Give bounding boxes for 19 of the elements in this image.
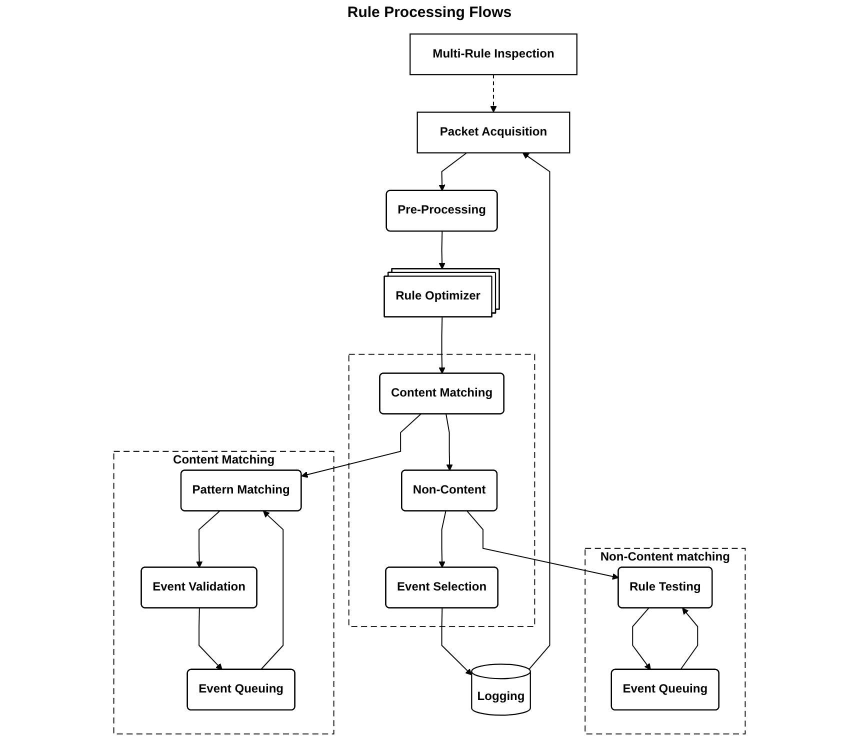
arrow: [441, 608, 472, 676]
arrow: [198, 608, 222, 670]
arrow: [438, 510, 446, 568]
arrow: [438, 316, 446, 374]
arrow: [446, 414, 453, 471]
node-box: Packet Acquisition: [416, 112, 570, 154]
arrow: [196, 510, 220, 568]
arrow: [260, 510, 284, 670]
arrow: [632, 608, 651, 670]
arrow: [466, 510, 619, 580]
arrow: [680, 608, 698, 670]
arrow: [490, 74, 497, 113]
arrow: [438, 152, 468, 192]
diagram-title: Rule Processing Flows: [346, 4, 513, 21]
arrow: [438, 230, 446, 270]
cluster: [348, 354, 536, 628]
arrow: [301, 414, 422, 478]
node-box: Multi-Rule Inspection: [410, 33, 578, 76]
arrow: [522, 152, 550, 670]
